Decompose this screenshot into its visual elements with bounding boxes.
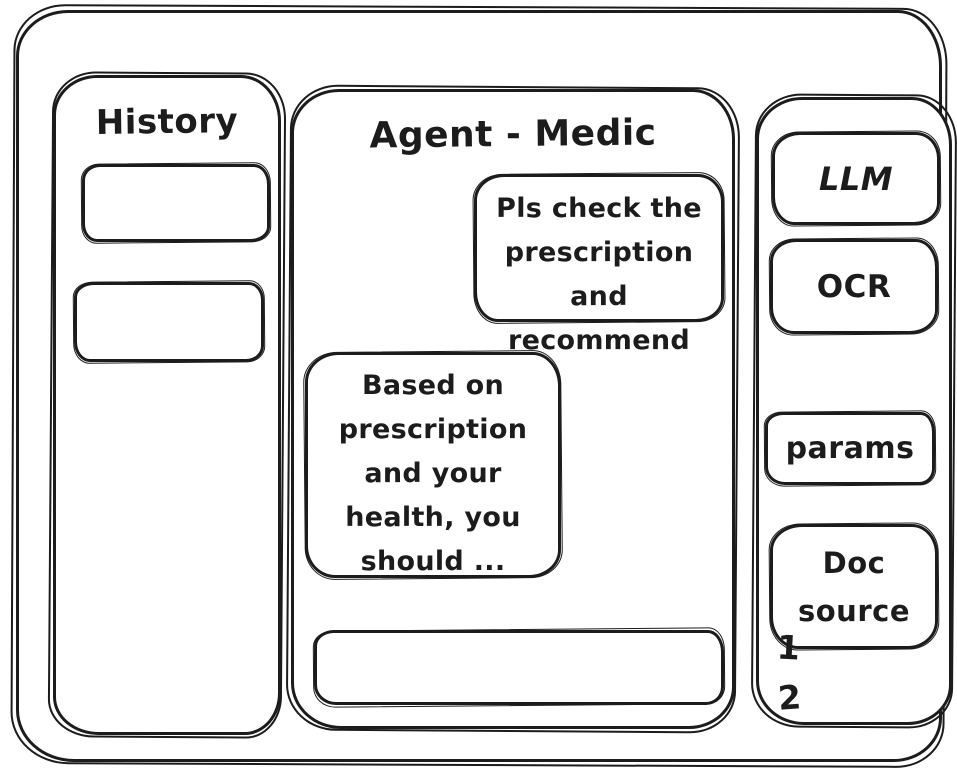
history-panel-title: History bbox=[95, 101, 239, 143]
assistant-message-bubble: Based on prescription and your health, y… bbox=[305, 352, 561, 578]
doc-source-item-1[interactable]: 1 bbox=[775, 627, 801, 668]
doc-source-item-2[interactable]: 2 bbox=[776, 677, 803, 718]
tools-panel: LLM OCR params Doc source 1 2 bbox=[756, 97, 952, 725]
ocr-button[interactable]: OCR bbox=[770, 239, 938, 334]
params-button[interactable]: params bbox=[765, 412, 935, 485]
app-frame: History Agent - Medic Pls check the pres… bbox=[16, 10, 952, 762]
chat-title: Agent - Medic bbox=[369, 112, 657, 157]
history-item[interactable] bbox=[74, 282, 264, 362]
chat-panel: Agent - Medic Pls check the prescription… bbox=[291, 89, 735, 729]
doc-source-button[interactable]: Doc source bbox=[770, 524, 938, 649]
history-item[interactable] bbox=[82, 164, 270, 242]
llm-button[interactable]: LLM bbox=[772, 132, 940, 225]
history-panel: History bbox=[53, 75, 281, 735]
user-message-bubble: Pls check the prescription and recommend bbox=[474, 174, 724, 356]
message-input[interactable] bbox=[314, 630, 724, 705]
